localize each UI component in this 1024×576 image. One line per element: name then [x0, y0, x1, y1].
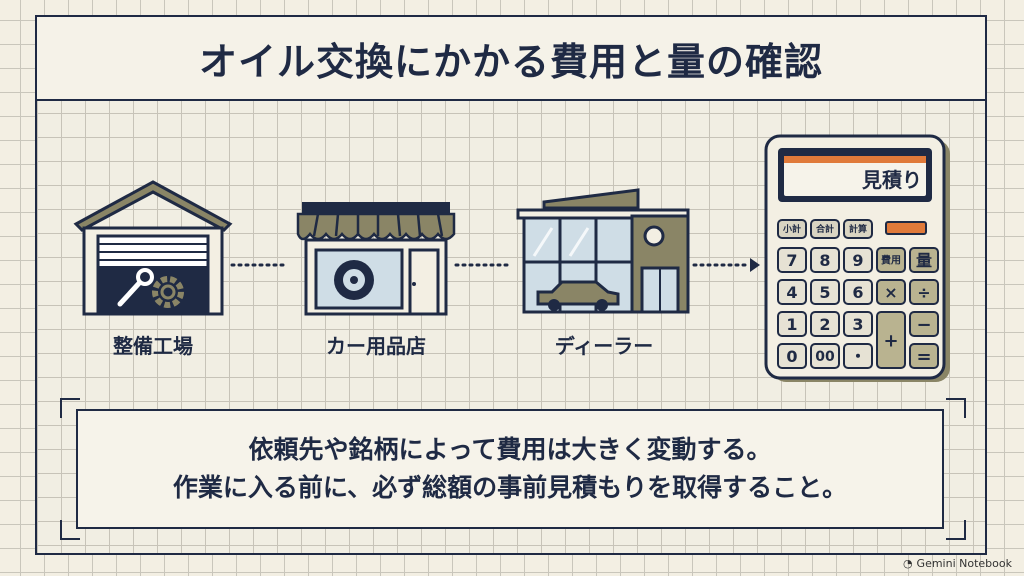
calc-r0-0-key-label: 7: [786, 251, 797, 270]
corner-mark: [60, 520, 80, 540]
calc-r1-1-key-label: 5: [819, 283, 830, 302]
notebook-icon: ◔: [902, 557, 913, 570]
calc-zero-key: [777, 343, 807, 369]
calc-r2-2-key: [843, 311, 873, 337]
calc-r0-1-key: [810, 247, 840, 273]
calc-plus-key: [876, 311, 906, 369]
calc-r1-2-key: [843, 279, 873, 305]
calc-double-zero-key: [810, 343, 840, 369]
calc-r0-2-key: [843, 247, 873, 273]
calc-r1-1-key: [810, 279, 840, 305]
calc-top-1-key-label: 合計: [816, 223, 834, 235]
corner-mark: [946, 520, 966, 540]
message-box: 依頼先や銘柄によって費用は大きく変動する。 作業に入る前に、必ず総額の事前見積も…: [76, 409, 944, 529]
calc-double-zero-key-label: 00: [815, 349, 835, 365]
title-band: オイル交換にかかる費用と量の確認: [35, 15, 987, 101]
calc-r0-1-key-label: 8: [819, 251, 830, 270]
calc-r2-0-key-label: 1: [786, 315, 797, 334]
calc-r1-3-key: [876, 279, 906, 305]
message-line-1: 依頼先や銘柄によって費用は大きく変動する。: [248, 435, 772, 464]
calc-r0-2-key-label: 9: [852, 251, 863, 270]
calc-r2-2-key-label: 3: [852, 315, 863, 334]
calc-r2-1-key: [810, 311, 840, 337]
provider-label-garage: 整備工場: [113, 334, 193, 358]
calc-r0-3-key-label: 費用: [881, 254, 901, 267]
page-title: オイル交換にかかる費用と量の確認: [198, 39, 823, 84]
calc-equals-key: [909, 343, 939, 369]
calculator-display: 見積り: [862, 168, 922, 192]
calc-r1-0-key-label: 4: [786, 283, 797, 302]
calc-r1-4-key: [909, 279, 939, 305]
corner-mark: [60, 398, 80, 418]
calc-r0-4-key: [909, 247, 939, 273]
dealership-icon: [514, 188, 694, 316]
calc-r1-2-key-label: 6: [852, 283, 863, 302]
calc-r0-3-key: [876, 247, 906, 273]
provider-label-shop: カー用品店: [326, 334, 426, 358]
calc-top-1-key: [810, 219, 840, 239]
calc-top-0-key: [777, 219, 807, 239]
calc-minus-key: [909, 311, 939, 337]
calc-minus-key-label: −: [916, 314, 931, 335]
calc-r0-4-key-label: 量: [916, 251, 932, 270]
calc-dot-key: [843, 343, 873, 369]
calc-zero-key-label: 0: [786, 347, 797, 366]
corner-mark: [946, 398, 966, 418]
calc-r1-0-key: [777, 279, 807, 305]
message-line-2: 作業に入る前に、必ず総額の事前見積もりを取得すること。: [172, 473, 848, 502]
calc-dot-key-label: ・: [850, 347, 866, 366]
footer: ◔ Gemini Notebook: [903, 557, 1012, 570]
calc-r1-3-key-label: ×: [884, 283, 897, 302]
calc-r1-4-key-label: ÷: [917, 283, 930, 302]
calc-r2-0-key: [777, 311, 807, 337]
garage-icon: [68, 176, 238, 316]
footer-brand: Gemini Notebook: [916, 557, 1012, 570]
calc-plus-key-label: +: [883, 330, 898, 351]
calc-top-2-key-label: 計算: [849, 223, 867, 235]
calc-equals-key-label: =: [916, 346, 931, 367]
provider-label-dealer: ディーラー: [554, 334, 654, 358]
shop-icon: [292, 196, 460, 316]
calc-top-2-key: [843, 219, 873, 239]
calc-r2-1-key-label: 2: [819, 315, 830, 334]
calc-r0-0-key: [777, 247, 807, 273]
calc-top-0-key-label: 小計: [782, 223, 801, 235]
